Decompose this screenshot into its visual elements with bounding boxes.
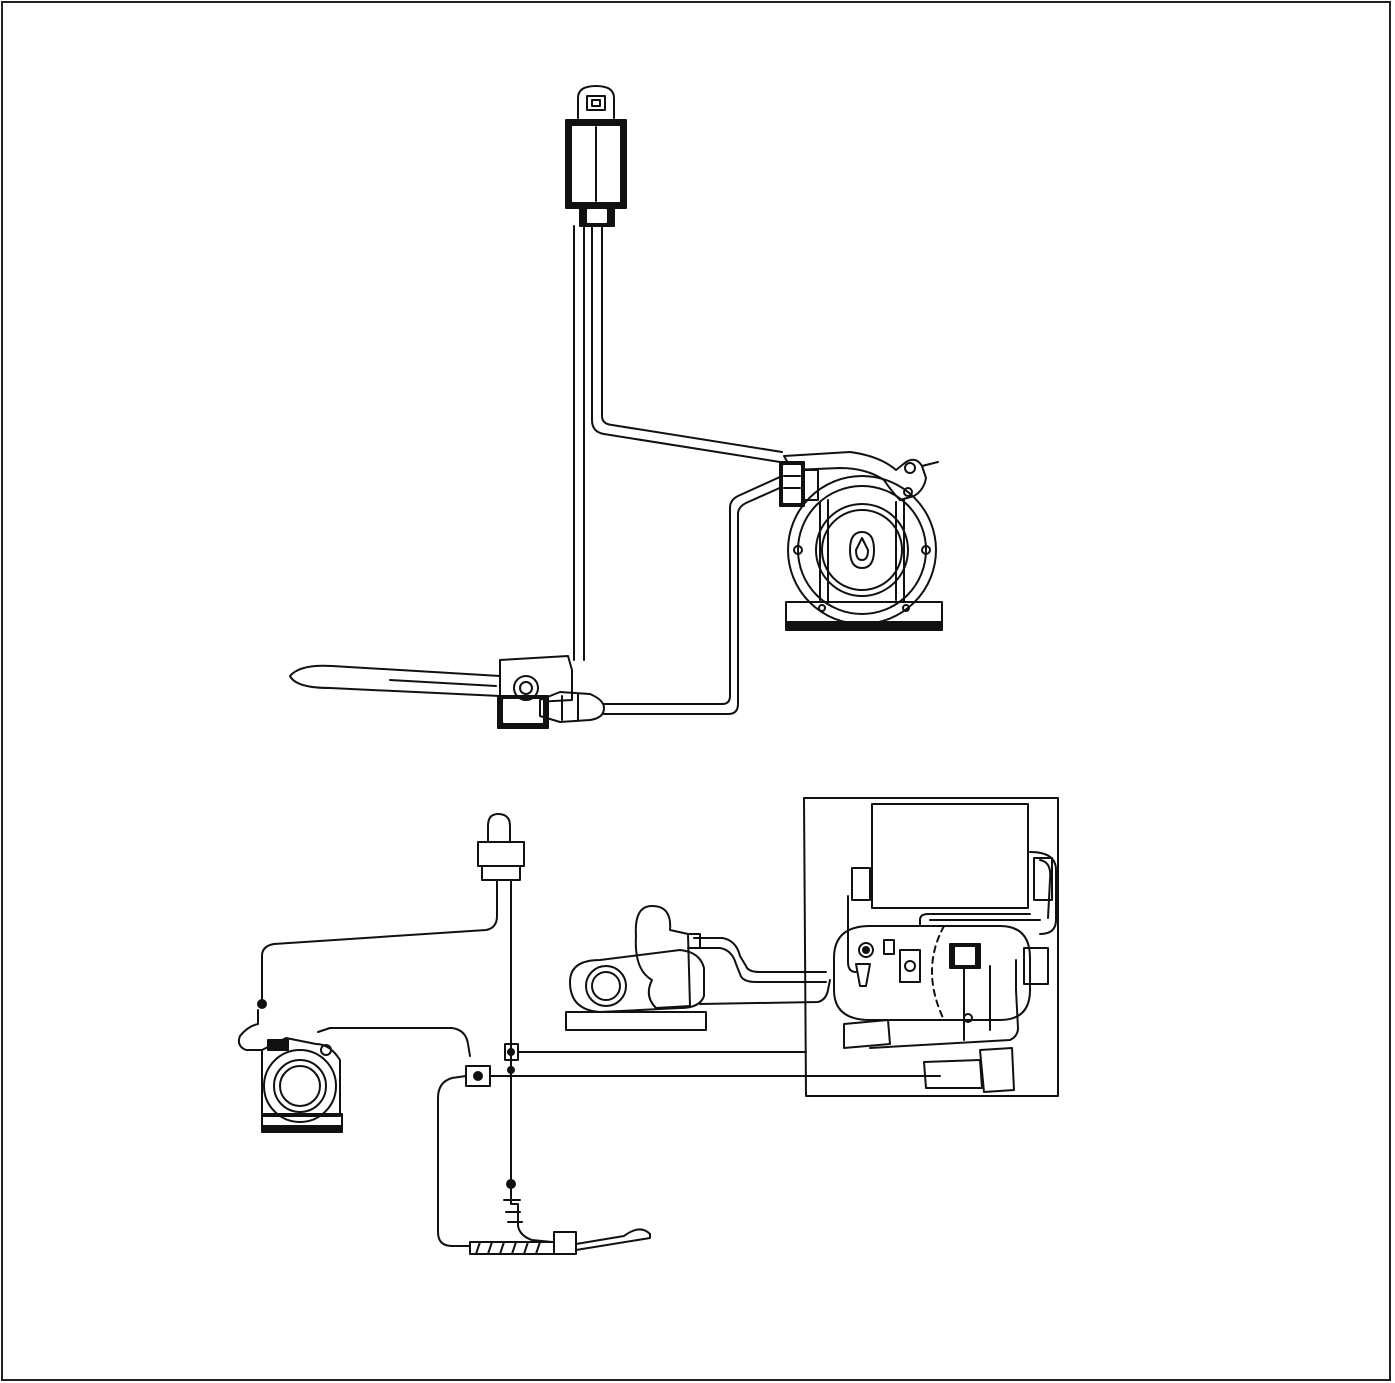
pipe-icon xyxy=(573,225,785,715)
reservoir-icon xyxy=(871,803,1029,909)
compressor-icon xyxy=(779,451,943,631)
motor-icon xyxy=(565,905,707,1031)
enclosure-box xyxy=(803,797,1059,1097)
compressor-icon xyxy=(237,1009,343,1133)
horn-icon xyxy=(477,813,525,893)
lower-assembly xyxy=(237,797,1059,1255)
foot-pedal-icon xyxy=(553,1228,651,1255)
pipe-icon xyxy=(261,891,941,1247)
brake-valve-icon xyxy=(497,655,605,729)
governor-icon xyxy=(833,851,1057,1093)
upper-assembly xyxy=(289,85,943,729)
flex-hose-icon xyxy=(469,1185,555,1255)
foot-pedal-icon xyxy=(289,664,501,697)
tee-fitting-icon xyxy=(257,999,519,1189)
air-horn-valve-icon xyxy=(565,85,627,227)
